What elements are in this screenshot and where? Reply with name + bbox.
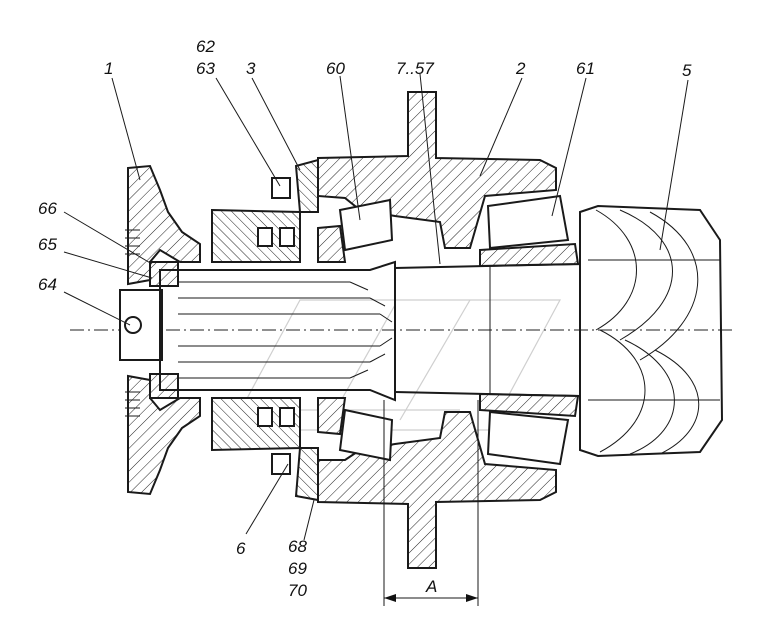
dimension-label-a: A <box>425 577 437 596</box>
label-64: 64 <box>38 275 57 294</box>
label-5: 5 <box>682 61 692 80</box>
nut-and-washer <box>119 261 179 399</box>
seal-housing <box>211 208 301 452</box>
label-63: 63 <box>196 59 215 78</box>
dimension-a: A <box>383 400 479 606</box>
leader-lines <box>63 73 689 541</box>
label-7-57: 7..57 <box>396 59 434 78</box>
splined-shaft <box>159 260 396 402</box>
label-62: 62 <box>196 37 215 56</box>
label-6: 6 <box>236 539 246 558</box>
label-70: 70 <box>288 581 307 600</box>
bearing-part-61 <box>479 194 580 466</box>
label-68: 68 <box>288 537 307 556</box>
label-2: 2 <box>515 59 526 78</box>
label-66: 66 <box>38 199 57 218</box>
label-1: 1 <box>104 59 113 78</box>
label-61: 61 <box>576 59 595 78</box>
label-69: 69 <box>288 559 307 578</box>
label-65: 65 <box>38 235 57 254</box>
flange-part-1 <box>125 164 201 496</box>
part-labels: 1 62 63 3 60 7..57 2 61 5 66 65 64 6 68 … <box>38 37 692 600</box>
label-60: 60 <box>326 59 345 78</box>
label-3: 3 <box>246 59 256 78</box>
bearing-part-60 <box>317 198 394 462</box>
bevel-gear-part-5 <box>579 204 724 458</box>
